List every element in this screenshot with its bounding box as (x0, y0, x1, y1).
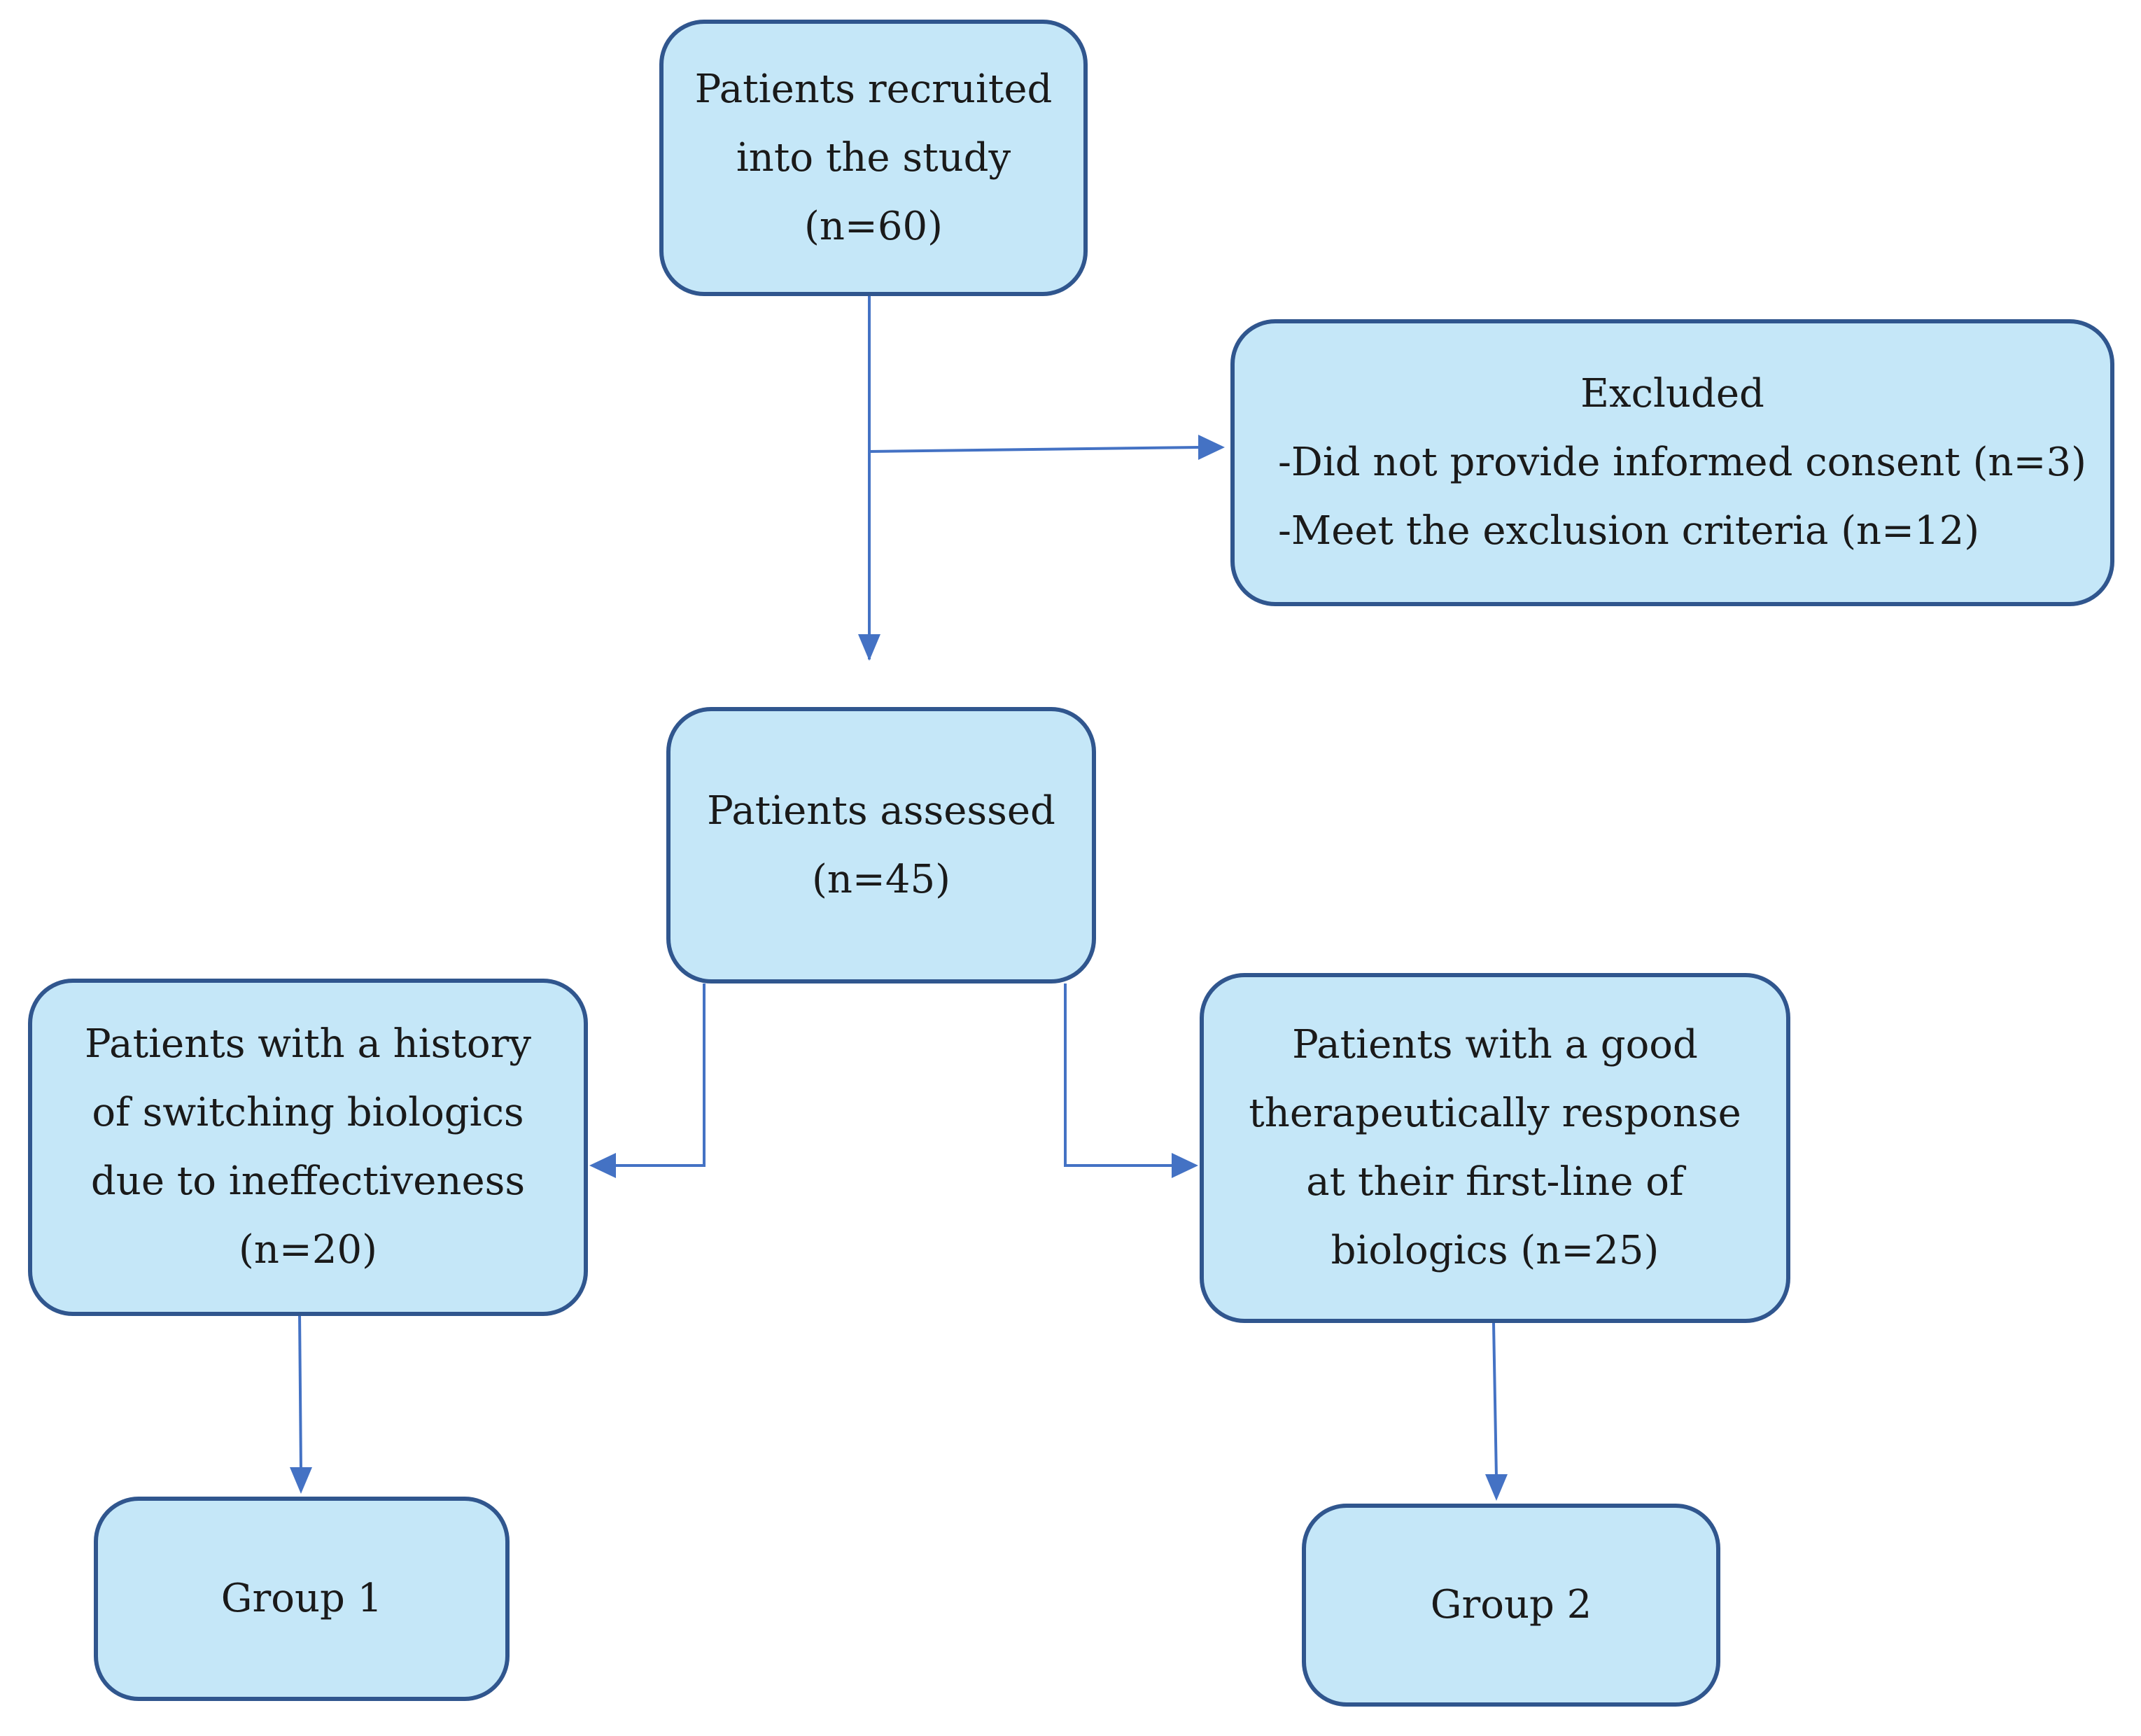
switching-line-4: (n=20) (239, 1227, 377, 1273)
excluded-item-criteria: -Meet the exclusion criteria (n=12) (1278, 508, 1980, 554)
group2-box: Group 2 (1302, 1504, 1720, 1707)
excluded-item-consent: -Did not provide informed consent (n=3) (1278, 440, 2086, 485)
recruited-line-1: Patients recruited (694, 66, 1053, 112)
arrowhead-switching (589, 1153, 616, 1178)
excluded-box: Excluded -Did not provide informed conse… (1230, 319, 2114, 606)
assessed-line-1: Patients assessed (707, 788, 1055, 834)
good-response-line-4: biologics (n=25) (1331, 1228, 1659, 1273)
group2-label: Group 2 (1430, 1582, 1592, 1628)
arrow-to-excluded (869, 446, 1200, 453)
group1-label: Group 1 (220, 1576, 383, 1621)
good-response-line-2: therapeutically response (1249, 1091, 1741, 1136)
arrow-good-response-to-group2 (1492, 1322, 1498, 1479)
switching-line-2: of switching biologics (92, 1090, 524, 1135)
good-response-line-3: at their first-line of (1306, 1159, 1684, 1205)
arrow-assessed-to-good-response (1064, 983, 1173, 1167)
arrowhead-good-response (1172, 1153, 1198, 1178)
switching-line-1: Patients with a history (85, 1021, 531, 1067)
switching-line-3: due to ineffectiveness (90, 1158, 526, 1204)
arrow-assessed-to-switching (615, 983, 706, 1167)
group1-box: Group 1 (94, 1497, 510, 1701)
good-response-box: Patients with a good therapeutically res… (1200, 973, 1790, 1323)
arrowhead-assessed (858, 634, 880, 661)
recruited-box: Patients recruited into the study (n=60) (659, 20, 1088, 296)
switching-box: Patients with a history of switching bio… (28, 979, 588, 1316)
arrowhead-excluded (1198, 435, 1225, 460)
assessed-box: Patients assessed (n=45) (666, 707, 1096, 983)
assessed-line-2: (n=45) (812, 856, 950, 902)
arrow-switching-to-group1 (298, 1312, 302, 1472)
recruited-line-3: (n=60) (804, 203, 943, 249)
arrowhead-group2 (1485, 1474, 1508, 1501)
recruited-line-2: into the study (736, 134, 1011, 181)
good-response-line-1: Patients with a good (1292, 1022, 1698, 1068)
arrowhead-group1 (290, 1467, 312, 1494)
excluded-title: Excluded (1580, 371, 1764, 416)
